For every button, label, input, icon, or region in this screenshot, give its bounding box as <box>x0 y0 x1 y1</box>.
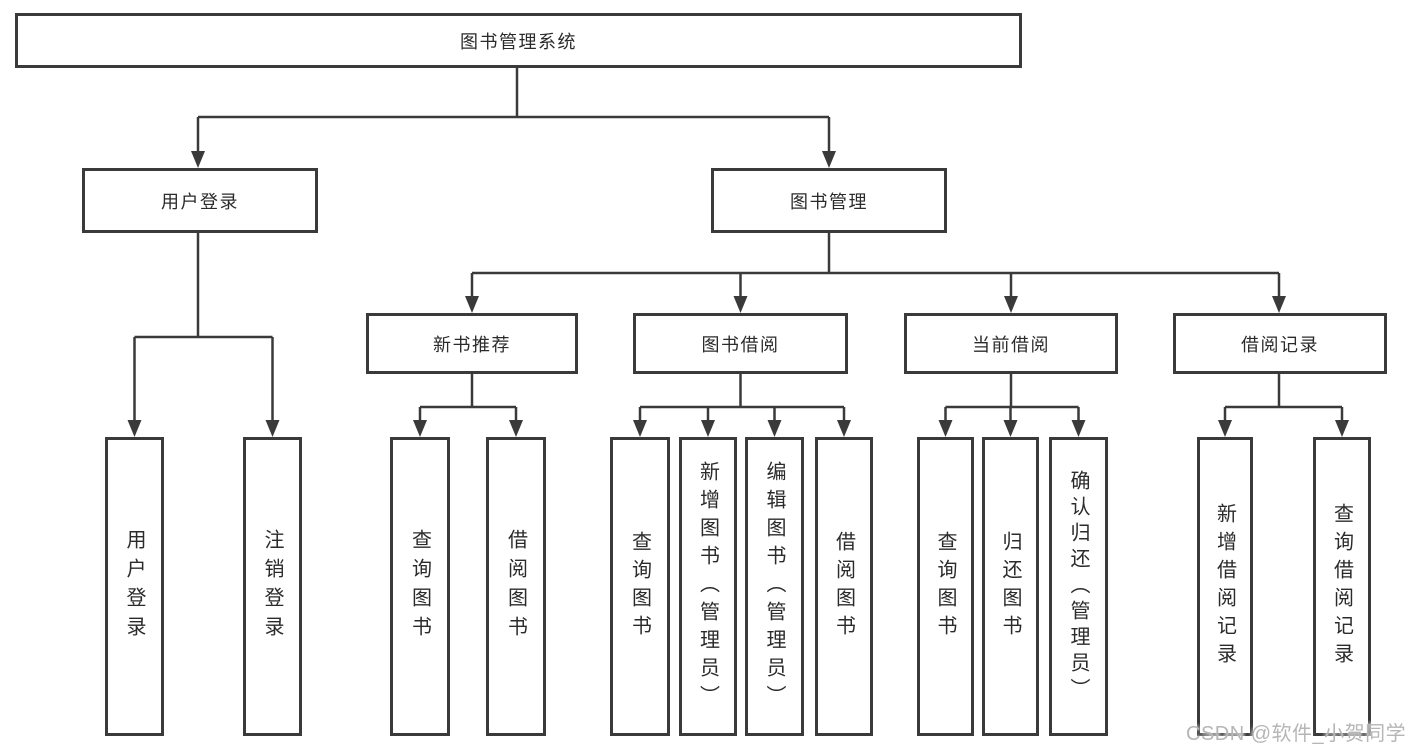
node-edit-books-admin: 编辑图书（管理员） <box>745 437 804 736</box>
node-system-root: 图书管理系统 <box>15 13 1022 68</box>
arrowhead <box>127 420 142 437</box>
node-current-borrowing: 当前借阅 <box>904 313 1118 374</box>
connector-borrowing-records-branch <box>1218 374 1349 437</box>
arrowhead <box>413 420 427 437</box>
arrowhead <box>1003 420 1018 437</box>
arrowhead <box>701 420 715 437</box>
node-borrow-books-borrowing: 借阅图书 <box>815 437 873 736</box>
connector-book-borrowing-branch <box>633 374 851 437</box>
arrowhead <box>1218 420 1232 437</box>
arrowhead <box>509 420 523 437</box>
node-query-books-borrowing: 查询图书 <box>610 437 670 736</box>
node-query-borrow-record: 查询借阅记录 <box>1313 437 1371 736</box>
node-query-books-recommend: 查询图书 <box>390 437 450 736</box>
arrowhead <box>1071 420 1086 437</box>
node-user-login: 用户登录 <box>105 437 164 736</box>
arrowhead <box>265 420 280 437</box>
node-confirm-return-admin: 确认归还（管理员） <box>1049 437 1108 736</box>
arrowhead <box>822 151 836 168</box>
node-book-management-module: 图书管理 <box>711 168 947 233</box>
node-borrow-books-recommend: 借阅图书 <box>486 437 546 736</box>
connector-new-book-recommendation-branch <box>413 374 523 437</box>
node-return-books: 归还图书 <box>982 437 1039 736</box>
connector-current-borrowing-branch <box>938 374 1086 437</box>
arrowhead <box>633 420 647 437</box>
arrowhead <box>1272 296 1286 313</box>
node-add-books-admin: 新增图书（管理员） <box>679 437 737 736</box>
node-add-borrow-record: 新增借阅记录 <box>1197 437 1253 736</box>
node-query-books-current: 查询图书 <box>917 437 974 736</box>
csdn-watermark: CSDN @软件_小贺同学 <box>1186 723 1405 745</box>
node-book-borrowing: 图书借阅 <box>633 313 848 374</box>
node-new-book-recommendation: 新书推荐 <box>366 313 578 374</box>
connector-root-to-level2 <box>191 68 836 168</box>
arrowhead <box>733 296 748 313</box>
connector-book-management-branch <box>465 233 1286 313</box>
node-logout: 注销登录 <box>243 437 302 736</box>
node-borrowing-records: 借阅记录 <box>1173 313 1387 374</box>
arrowhead <box>465 296 479 313</box>
arrowhead <box>1335 420 1349 437</box>
arrowhead <box>767 420 782 437</box>
arrowhead <box>938 420 953 437</box>
arrowhead <box>1004 296 1018 313</box>
arrowhead <box>837 420 851 437</box>
node-user-login-module: 用户登录 <box>82 168 318 233</box>
arrowhead <box>191 151 205 168</box>
connector-user-login-branch <box>127 233 280 437</box>
